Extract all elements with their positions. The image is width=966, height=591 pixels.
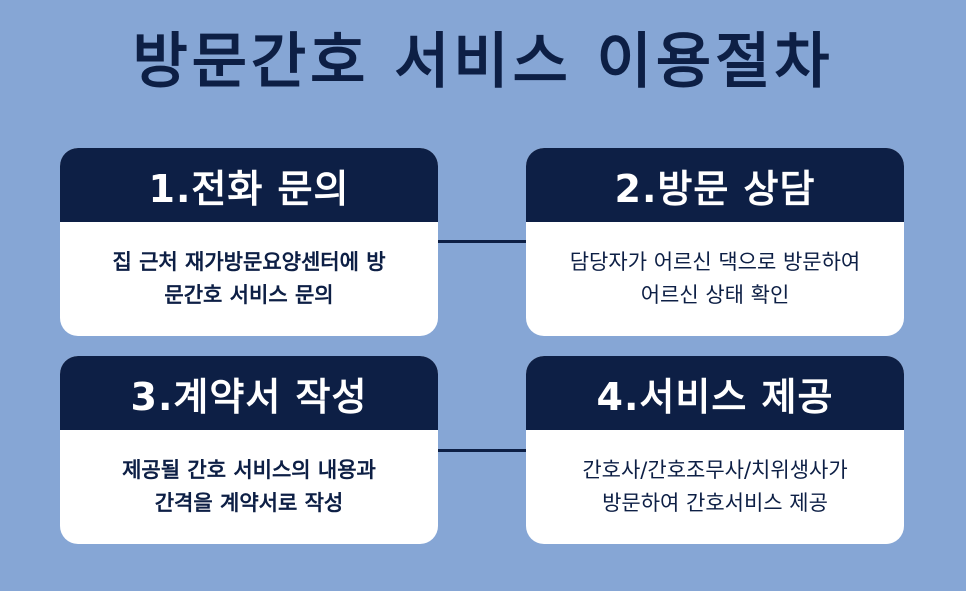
page-title: 방문간호 서비스 이용절차 xyxy=(132,27,834,97)
step-card-3: 3.계약서 작성 제공될 간호 서비스의 내용과 간격을 계약서로 작성 xyxy=(60,356,438,544)
step-heading: 1.전화 문의 xyxy=(60,148,438,222)
connector-line xyxy=(438,240,526,243)
step-description: 담당자가 어르신 댁으로 방문하여 어르신 상태 확인 xyxy=(569,250,861,307)
step-heading: 2.방문 상담 xyxy=(526,148,904,222)
step-heading: 3.계약서 작성 xyxy=(60,356,438,430)
step-description: 간호사/간호조무사/치위생사가 방문하여 간호서비스 제공 xyxy=(582,458,848,515)
step-heading: 4.서비스 제공 xyxy=(526,356,904,430)
step-description: 제공될 간호 서비스의 내용과 간격을 계약서로 작성 xyxy=(122,458,376,515)
connector-line xyxy=(438,449,526,452)
step-card-4: 4.서비스 제공 간호사/간호조무사/치위생사가 방문하여 간호서비스 제공 xyxy=(526,356,904,544)
step-description: 집 근처 재가방문요양센터에 방 문간호 서비스 문의 xyxy=(112,250,386,307)
step-card-2: 2.방문 상담 담당자가 어르신 댁으로 방문하여 어르신 상태 확인 xyxy=(526,148,904,336)
step-card-1: 1.전화 문의 집 근처 재가방문요양센터에 방 문간호 서비스 문의 xyxy=(60,148,438,336)
